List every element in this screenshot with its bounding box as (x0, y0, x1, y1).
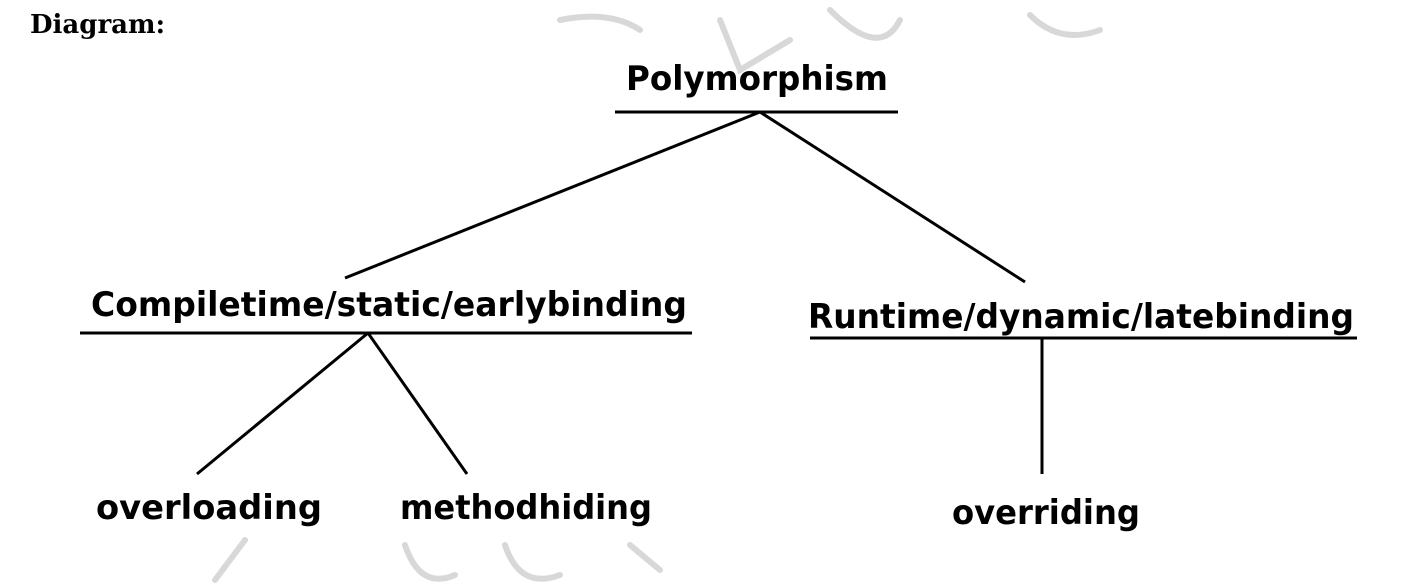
watermark-stroke-8 (627, 542, 663, 573)
edge-root-left (344, 110, 761, 280)
watermark-stroke-5 (212, 537, 248, 583)
right-branch-label: Runtime/dynamic/latebinding (808, 297, 1354, 337)
leaf-label-overloading: overloading (96, 488, 322, 528)
watermark-stroke-1 (557, 13, 643, 33)
watermark-stroke-6 (402, 542, 458, 582)
leaf-label-methodhiding: methodhiding (400, 488, 652, 528)
watermark-stroke-3 (827, 7, 903, 41)
diagram-heading: Diagram: (30, 10, 166, 40)
edge-root-right (759, 110, 1026, 284)
root-node-label: Polymorphism (626, 59, 888, 99)
watermark-strokes (212, 7, 1103, 583)
leaf-label-overriding: overriding (952, 493, 1140, 533)
watermark-stroke-7 (502, 542, 563, 582)
edge-left-overloading (196, 331, 369, 476)
watermark-stroke-4 (1027, 12, 1103, 38)
left-branch-label: Compiletime/static/earlybinding (91, 285, 687, 325)
watermark-stroke-2 (717, 17, 793, 75)
edge-left-methodhiding (366, 332, 469, 475)
